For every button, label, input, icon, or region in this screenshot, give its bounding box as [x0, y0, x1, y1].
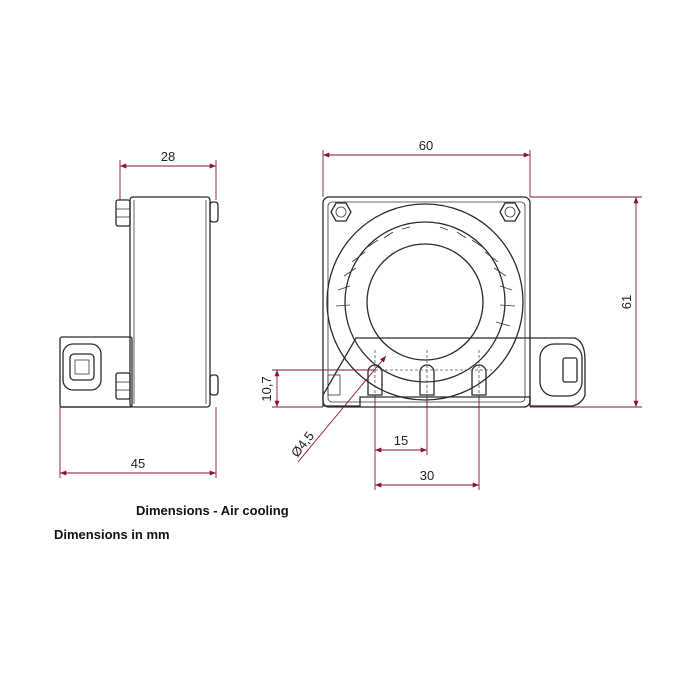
fan-blades: [335, 226, 516, 327]
front-nut-top-right: [499, 202, 521, 222]
side-view-terminal: [62, 343, 102, 391]
side-view-screw-bottom-right: [209, 374, 219, 396]
hole-height-label: 10,7: [259, 376, 274, 401]
hole-diameter-leader: [297, 355, 387, 463]
hole-pitch-label: 15: [394, 433, 408, 448]
front-nut-top-left: [330, 202, 352, 222]
fan-blade-ring: [344, 221, 506, 383]
mounting-bracket: [322, 337, 586, 407]
units-note: Dimensions in mm: [54, 527, 170, 542]
side-view-bracket: [59, 336, 133, 408]
side-view-nut-top-left: [115, 199, 131, 227]
side-view: 28 45: [59, 149, 219, 478]
hole-span-label: 30: [420, 468, 434, 483]
front-view: 60 61 10,7 Ø4,5 15 30: [259, 138, 642, 490]
side-width-label: 28: [161, 149, 175, 164]
side-view-nut-bottom-left: [115, 372, 131, 400]
mounting-holes: [360, 350, 492, 400]
side-view-screw-top-right: [209, 201, 219, 223]
front-width-label: 60: [419, 138, 433, 153]
front-height-label: 61: [619, 295, 634, 309]
fan-housing: [322, 196, 531, 408]
drawing-title: Dimensions - Air cooling: [136, 503, 289, 518]
fan-hub: [366, 243, 484, 361]
fan-outer-ring: [326, 203, 524, 401]
side-depth-label: 45: [131, 456, 145, 471]
side-view-body: [129, 196, 211, 408]
front-terminal: [539, 343, 583, 397]
